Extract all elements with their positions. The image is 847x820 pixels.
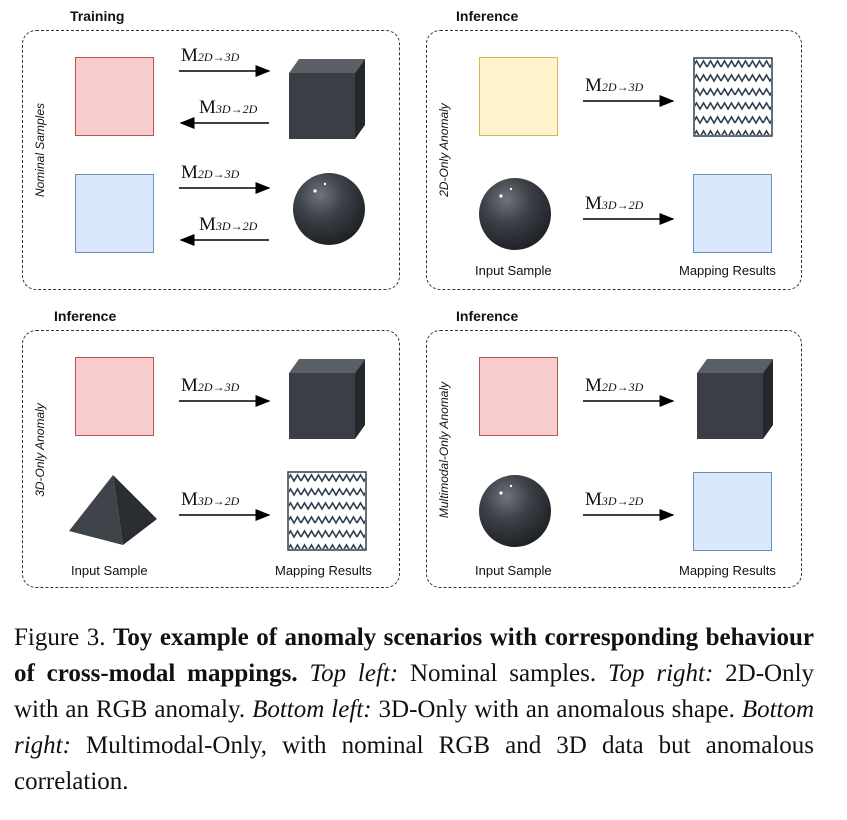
sphere-object — [479, 475, 551, 547]
figure-caption: Figure 3. Toy example of anomaly scenari… — [14, 620, 814, 800]
figure-label: Figure 3. — [14, 624, 106, 651]
input-sample-label: Input Sample — [475, 563, 552, 578]
caption-title: Toy example of anomaly scenarios with co… — [14, 624, 814, 687]
mapping-label-3d-2d: M3D→2D — [199, 97, 258, 118]
sphere-object — [293, 173, 365, 245]
mapping-results-label: Mapping Results — [679, 263, 776, 278]
mapping-label-2d-3d: M2D→3D — [181, 45, 240, 66]
side-label-nominal: Nominal Samples — [33, 102, 47, 198]
caption-bl-label: Bottom left: — [252, 696, 372, 723]
rgb-swatch-blue — [693, 472, 772, 551]
mapping-label-3d-2d: M3D→2D — [181, 489, 240, 510]
mapping-label-3d-2d: M3D→2D — [585, 193, 644, 214]
caption-bl-text: 3D-Only with an anomalous shape. — [378, 696, 735, 723]
panel-training: Nominal Samples M2D→3D M3D→2D M2D→3D M3D… — [22, 30, 400, 290]
rgb-swatch-blue — [75, 174, 154, 253]
caption-tl-text: Nominal samples. — [410, 660, 597, 687]
arrow-right — [179, 182, 271, 194]
panel-title-inference: Inference — [54, 308, 117, 324]
side-label-multimodal-only: Multimodal-Only Anomaly — [437, 381, 451, 519]
mapping-label-3d-2d: M3D→2D — [199, 214, 258, 235]
arrow-right — [583, 509, 675, 521]
arrow-right — [583, 395, 675, 407]
side-label-2d-only: 2D-Only Anomaly — [437, 103, 451, 197]
arrow-left — [179, 234, 269, 246]
mapping-label-3d-2d: M3D→2D — [585, 489, 644, 510]
caption-tl-label: Top left: — [309, 660, 399, 687]
rgb-swatch-yellow — [479, 57, 558, 136]
arrow-right — [179, 395, 271, 407]
anomalous-depth-map — [693, 57, 773, 137]
rgb-swatch-red — [75, 357, 154, 436]
input-sample-label: Input Sample — [71, 563, 148, 578]
mapping-label-2d-3d: M2D→3D — [585, 375, 644, 396]
mapping-label-2d-3d: M2D→3D — [181, 375, 240, 396]
panel-title-training: Training — [70, 8, 125, 24]
caption-br-text: Multimodal-Only, with nominal RGB and 3D… — [14, 732, 814, 795]
mapping-label-2d-3d: M2D→3D — [181, 162, 240, 183]
input-sample-label: Input Sample — [475, 263, 552, 278]
rgb-swatch-red — [75, 57, 154, 136]
caption-br-label: Bottom right: — [14, 696, 815, 759]
arrow-left — [179, 117, 269, 129]
arrow-right — [179, 65, 271, 77]
panel-title-inference: Inference — [456, 308, 519, 324]
rgb-swatch-red — [479, 357, 558, 436]
side-label-3d-only: 3D-Only Anomaly — [33, 403, 47, 497]
mapping-results-label: Mapping Results — [275, 563, 372, 578]
mapping-label-2d-3d: M2D→3D — [585, 75, 644, 96]
pyramid-object — [69, 475, 157, 545]
sphere-object — [479, 178, 551, 250]
panel-multimodal-only: Multimodal-Only Anomaly M2D→3D M3D→2D In… — [426, 330, 802, 588]
mapping-results-label: Mapping Results — [679, 563, 776, 578]
caption-tr-text: 2D-Only with an RGB anomaly. — [14, 660, 815, 723]
panel-title-inference: Inference — [456, 8, 519, 24]
panel-3d-only: 3D-Only Anomaly M2D→3D M3D→2D Input Samp… — [22, 330, 400, 588]
arrow-right — [583, 95, 675, 107]
arrow-right — [179, 509, 271, 521]
rgb-swatch-blue — [693, 174, 772, 253]
cube-object — [289, 359, 365, 439]
caption-tr-label: Top right: — [607, 660, 714, 687]
panel-2d-only: 2D-Only Anomaly M2D→3D M3D→2D Input Samp… — [426, 30, 802, 290]
anomalous-depth-map — [287, 471, 367, 551]
cube-object — [289, 59, 365, 139]
cube-object — [697, 359, 773, 439]
arrow-right — [583, 213, 675, 225]
